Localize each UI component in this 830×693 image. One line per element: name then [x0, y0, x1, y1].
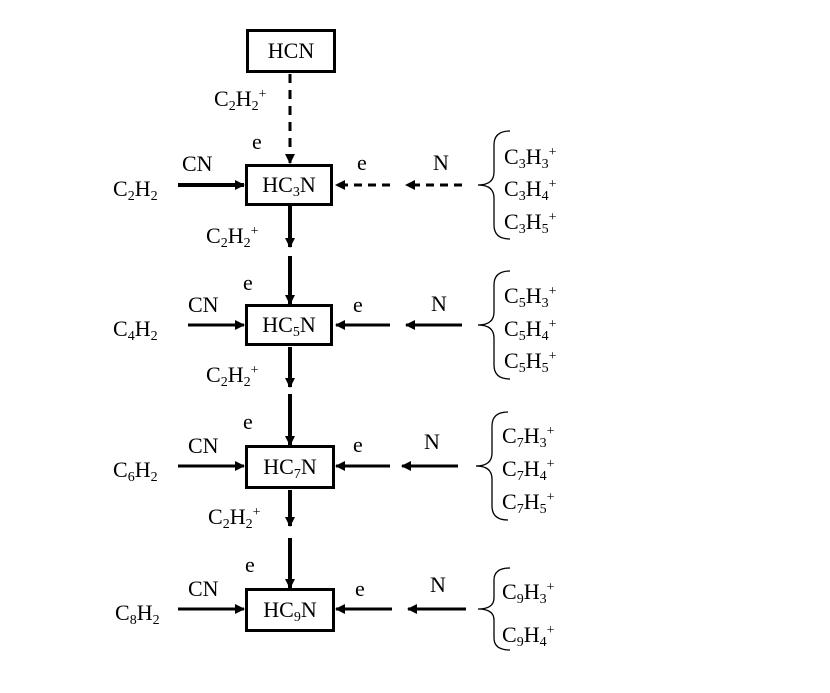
label-n-row4: N — [430, 572, 446, 597]
label-e-top-row2: e — [243, 270, 253, 295]
label-e-right-row2: e — [353, 292, 363, 317]
ion-c3h5plus: C3H5+ — [504, 209, 557, 237]
label-e-top-row3: e — [243, 409, 253, 434]
label-cn-row3: CN — [188, 433, 219, 458]
node-hc3n-label: HC3N — [262, 172, 316, 200]
node-hc5n-label: HC5N — [262, 312, 316, 340]
label-c2h2plus-3: C2H2+ — [206, 362, 259, 390]
reactant-c6h2: C6H2 — [113, 457, 158, 485]
label-cn-row1: CN — [182, 151, 213, 176]
ion-c5h5plus: C5H5+ — [504, 348, 557, 376]
label-e-right-row3: e — [353, 432, 363, 457]
node-hc9n: HC9N — [245, 588, 335, 632]
label-cn-row2: CN — [188, 292, 219, 317]
node-hc7n: HC7N — [245, 445, 335, 489]
reactant-c4h2: C4H2 — [113, 316, 158, 344]
label-n-row3: N — [424, 429, 440, 454]
label-e-right-row4: e — [355, 576, 365, 601]
brace-row4 — [477, 567, 511, 651]
label-e-top-row1: e — [252, 129, 262, 154]
label-c2h2plus-2: C2H2+ — [206, 223, 259, 251]
node-hc7n-label: HC7N — [263, 454, 317, 482]
label-c2h2plus-4: C2H2+ — [208, 504, 261, 532]
ion-c3h3plus: C3H3+ — [504, 144, 557, 172]
node-hcn-label: HCN — [267, 38, 315, 63]
ion-c3h4plus: C3H4+ — [504, 176, 557, 204]
label-n-row2: N — [431, 291, 447, 316]
ion-c9h4plus: C9H4+ — [502, 622, 555, 650]
label-c2h2plus-1: C2H2+ — [214, 86, 267, 114]
label-e-right-row1: e — [357, 150, 367, 175]
ion-c7h4plus: C7H4+ — [502, 456, 555, 484]
node-hcn: HCN — [246, 29, 336, 73]
ion-c5h4plus: C5H4+ — [504, 316, 557, 344]
label-e-top-row4: e — [245, 552, 255, 577]
ion-c9h3plus: C9H3+ — [502, 579, 555, 607]
node-hc9n-label: HC9N — [263, 597, 317, 625]
brace-row3 — [475, 411, 509, 521]
ion-c7h3plus: C7H3+ — [502, 423, 555, 451]
label-cn-row4: CN — [188, 576, 219, 601]
label-n-row1: N — [433, 150, 449, 175]
reactant-c8h2: C8H2 — [115, 600, 160, 628]
ion-c5h3plus: C5H3+ — [504, 283, 557, 311]
brace-row1 — [477, 130, 511, 240]
ion-c7h5plus: C7H5+ — [502, 489, 555, 517]
node-hc3n: HC3N — [245, 164, 333, 206]
node-hc5n: HC5N — [245, 304, 333, 346]
brace-row2 — [477, 270, 511, 380]
reactant-c2h2: C2H2 — [113, 176, 158, 204]
